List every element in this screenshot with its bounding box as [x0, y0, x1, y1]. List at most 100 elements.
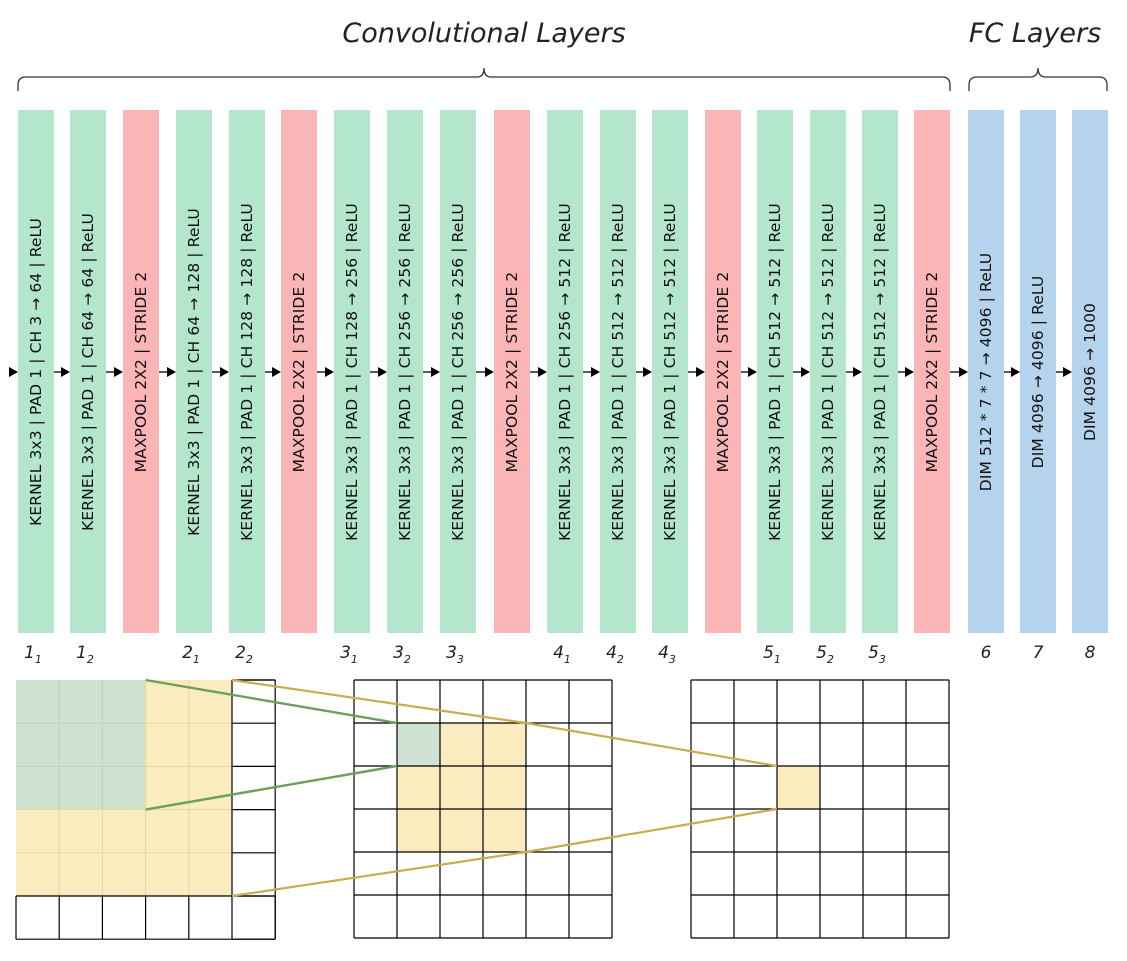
flow-arrow-3-head: [167, 367, 176, 377]
layer-label: KERNEL 3x3 | PAD 1 | CH 512 → 512 | ReLU: [609, 202, 627, 541]
flow-arrow-2-head: [114, 367, 123, 377]
connector-green-top: [145, 678, 398, 725]
layer-label: MAXPOOL 2X2 | STRIDE 2: [503, 271, 521, 472]
fc-group-title: FC Layers: [968, 18, 1102, 49]
layer-index-subscript: 2: [616, 653, 624, 666]
layer-label: KERNEL 3x3 | PAD 1 | CH 256 → 256 | ReLU: [396, 202, 414, 541]
layer-label: MAXPOOL 2X2 | STRIDE 2: [923, 271, 941, 472]
layer-conv-12: KERNEL 3x3 | PAD 1 | CH 512 → 512 | ReLU: [600, 110, 636, 633]
layer-index-subscript: 1: [563, 653, 571, 666]
layer-pool-6: MAXPOOL 2X2 | STRIDE 2: [281, 110, 317, 633]
layer-index-number: 2: [182, 643, 193, 663]
grid3-yellow-cell: [777, 766, 820, 809]
layer-conv-16: KERNEL 3x3 | PAD 1 | CH 512 → 512 | ReLU: [810, 110, 846, 633]
input-arrow-head: [9, 367, 18, 377]
layer-conv-13: KERNEL 3x3 | PAD 1 | CH 512 → 512 | ReLU: [652, 110, 688, 633]
layer-index: 52: [816, 643, 834, 666]
layer-fc-21: DIM 4096 → 1000: [1072, 110, 1108, 633]
layer-label: KERNEL 3x3 | PAD 1 | CH 128 → 256 | ReLU: [343, 202, 361, 541]
flow-arrow-17-head: [905, 367, 914, 377]
layer-index-subscript: 3: [878, 653, 886, 666]
layer-conv-15: KERNEL 3x3 | PAD 1 | CH 512 → 512 | ReLU: [757, 110, 793, 633]
flow-arrows: [9, 367, 1072, 377]
layer-index: 11: [24, 643, 42, 666]
layer-label: KERNEL 3x3 | PAD 1 | CH 256 → 512 | ReLU: [556, 202, 574, 541]
flow-arrow-12-head: [643, 367, 652, 377]
layer-index: 31: [340, 643, 358, 666]
layer-fc-19: DIM 512 * 7 * 7 → 4096 | ReLU: [968, 110, 1004, 633]
layer-conv-11: KERNEL 3x3 | PAD 1 | CH 256 → 512 | ReLU: [547, 110, 583, 633]
layer-index-number: 2: [235, 643, 246, 663]
flow-arrow-9-head: [485, 367, 494, 377]
flow-arrow-1-head: [61, 367, 70, 377]
layer-conv-4: KERNEL 3x3 | PAD 1 | CH 64 → 128 | ReLU: [176, 110, 212, 633]
layer-index-number: 3: [393, 643, 404, 663]
layer-index: 8: [1085, 643, 1096, 663]
flow-arrow-14-head: [748, 367, 757, 377]
layer-index: 6: [981, 643, 992, 663]
conv-group-title: Convolutional Layers: [342, 18, 626, 49]
flow-arrow-10-head: [538, 367, 547, 377]
layer-index: 7: [1033, 643, 1044, 663]
layer-label: MAXPOOL 2X2 | STRIDE 2: [290, 271, 308, 472]
flow-arrow-6-head: [325, 367, 334, 377]
flow-arrow-8-head: [431, 367, 440, 377]
layer-label: KERNEL 3x3 | PAD 1 | CH 3 → 64 | ReLU: [27, 217, 45, 526]
flow-arrow-4-head: [220, 367, 229, 377]
flow-arrow-15-head: [801, 367, 810, 377]
layer-label: MAXPOOL 2X2 | STRIDE 2: [132, 271, 150, 472]
layer-pool-10: MAXPOOL 2X2 | STRIDE 2: [494, 110, 530, 633]
layer-index-number: 4: [553, 643, 564, 663]
layer-label: KERNEL 3x3 | PAD 1 | CH 256 → 256 | ReLU: [449, 202, 467, 541]
layer-index: 53: [868, 643, 886, 666]
layer-conv-8: KERNEL 3x3 | PAD 1 | CH 256 → 256 | ReLU: [387, 110, 423, 633]
flow-arrow-20-head: [1063, 367, 1072, 377]
layer-index-number: 3: [340, 643, 351, 663]
layer-index-number: 6: [980, 643, 992, 663]
layer-fc-20: DIM 4096 → 4096 | ReLU: [1020, 110, 1056, 633]
layer-index: 32: [393, 643, 411, 666]
layer-index-subscript: 1: [34, 653, 42, 666]
layer-index-number: 1: [24, 643, 35, 663]
layer-conv-9: KERNEL 3x3 | PAD 1 | CH 256 → 256 | ReLU: [440, 110, 476, 633]
layer-index: 22: [235, 643, 253, 666]
connector-green-bottom: [145, 764, 398, 811]
layer-conv-7: KERNEL 3x3 | PAD 1 | CH 128 → 256 | ReLU: [334, 110, 370, 633]
layer-pool-3: MAXPOOL 2X2 | STRIDE 2: [123, 110, 159, 633]
layer-conv-2: KERNEL 3x3 | PAD 1 | CH 64 → 64 | ReLU: [70, 110, 106, 633]
conv-group-brace: [17, 67, 951, 91]
layer-index-subscript: 1: [192, 653, 200, 666]
layer-label: KERNEL 3x3 | PAD 1 | CH 512 → 512 | ReLU: [661, 202, 679, 541]
layer-pool-14: MAXPOOL 2X2 | STRIDE 2: [705, 110, 741, 633]
layer-index-number: 4: [606, 643, 617, 663]
layer-index-subscript: 2: [403, 653, 411, 666]
layer-index-number: 4: [658, 643, 669, 663]
layer-index-subscript: 3: [668, 653, 676, 666]
layer-index-subscript: 2: [86, 653, 94, 666]
layer-index-number: 3: [446, 643, 457, 663]
connector-yellow-top-1: [231, 678, 527, 725]
layer-index: 51: [763, 643, 781, 666]
layer-conv-5: KERNEL 3x3 | PAD 1 | CH 128 → 128 | ReLU: [229, 110, 265, 633]
layer-index-subscript: 1: [773, 653, 781, 666]
flow-arrow-7-head: [378, 367, 387, 377]
layer-label: KERNEL 3x3 | PAD 1 | CH 512 → 512 | ReLU: [819, 202, 837, 541]
layer-index-number: 1: [76, 643, 87, 663]
connector-yellow-bottom-1: [231, 850, 527, 898]
layer-label: MAXPOOL 2X2 | STRIDE 2: [714, 271, 732, 472]
layer-index-subscript: 3: [456, 653, 464, 666]
layer-label: DIM 512 * 7 * 7 → 4096 | ReLU: [977, 252, 995, 491]
layer-index-number: 8: [1084, 643, 1096, 663]
connector-yellow-bottom-2: [525, 807, 778, 854]
layer-label: DIM 4096 → 4096 | ReLU: [1029, 275, 1047, 468]
flow-arrow-16-head: [853, 367, 862, 377]
flow-arrow-18-head: [959, 367, 968, 377]
flow-arrow-5-head: [272, 367, 281, 377]
layer-index: 33: [446, 643, 464, 666]
layer-label: KERNEL 3x3 | PAD 1 | CH 512 → 512 | ReLU: [871, 202, 889, 541]
layer-label: KERNEL 3x3 | PAD 1 | CH 512 → 512 | ReLU: [766, 202, 784, 541]
layer-label: KERNEL 3x3 | PAD 1 | CH 128 → 128 | ReLU: [238, 202, 256, 541]
layer-index-number: 7: [1032, 643, 1044, 663]
